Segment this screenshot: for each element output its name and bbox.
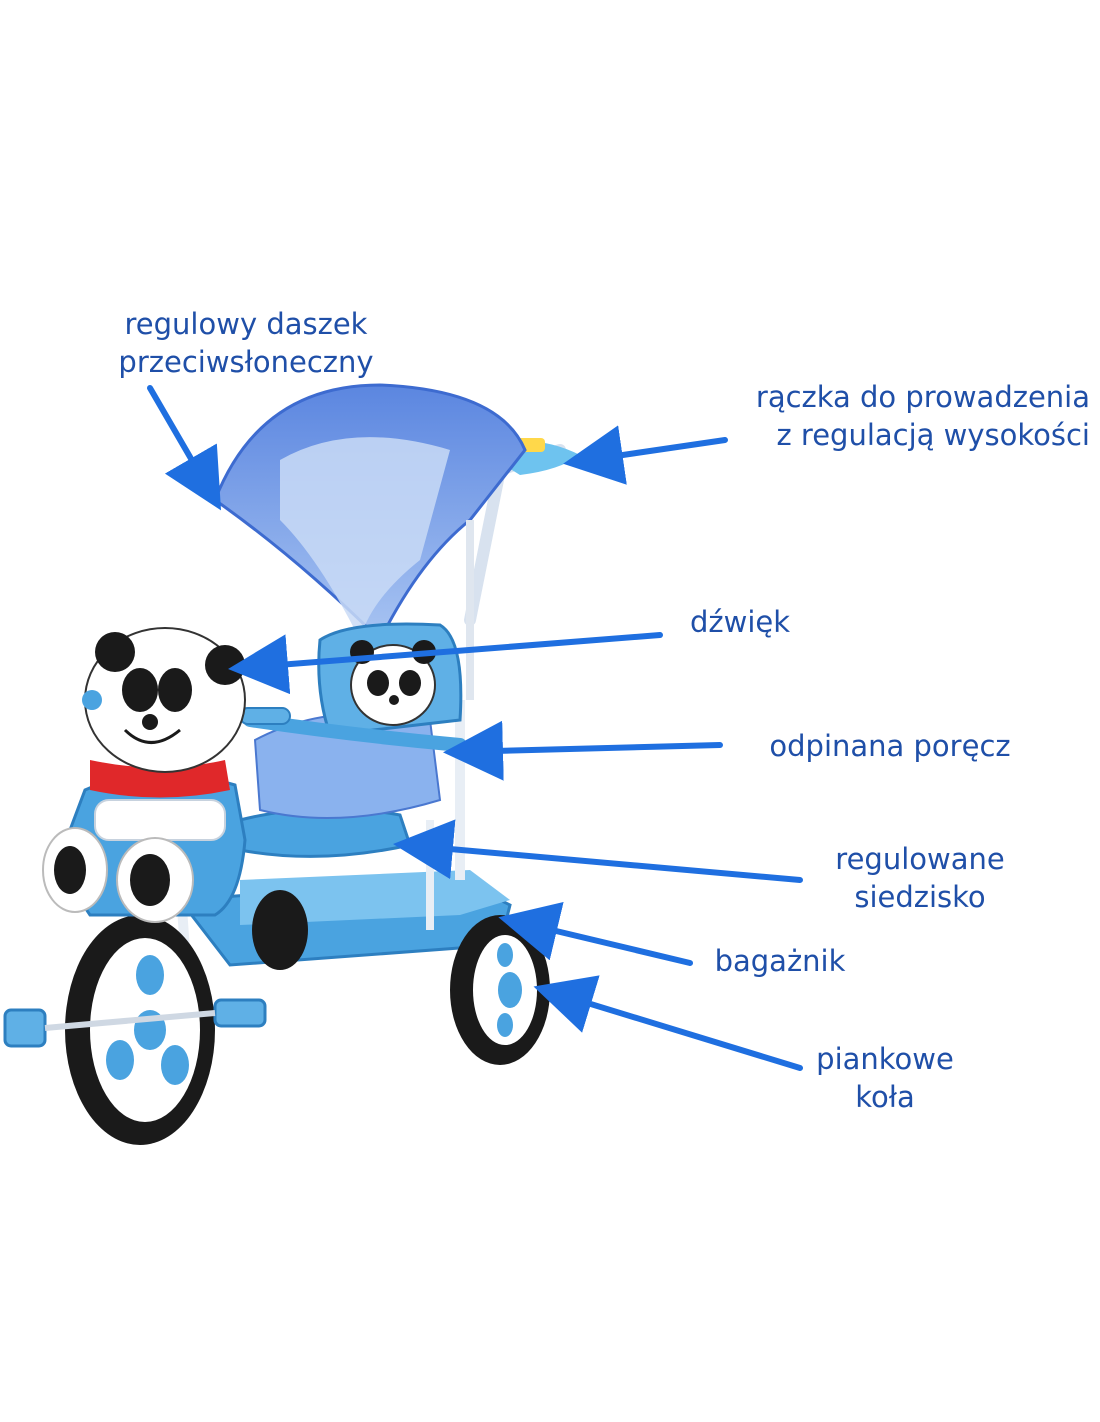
label-wheels: piankowe koła (800, 1040, 970, 1116)
label-handle: rączka do prowadzenia z regulacją wysoko… (690, 378, 1090, 454)
label-rail: odpinana poręcz (735, 727, 1045, 765)
label-trunk-line1: bagażnik (714, 944, 846, 978)
label-handle-line1: rączka do prowadzenia (755, 380, 1090, 414)
label-seat-line2: siedzisko (854, 880, 986, 914)
label-rail-line1: odpinana poręcz (769, 729, 1011, 763)
arrow-seat (393, 819, 803, 883)
label-trunk: bagażnik (690, 942, 870, 980)
label-wheels-line2: koła (855, 1080, 915, 1114)
rear-wheel-far (252, 890, 308, 970)
arrow-canopy (147, 385, 222, 511)
label-canopy-line1: regulowy daszek (124, 307, 368, 341)
canopy (213, 383, 527, 703)
front-panda (42, 627, 247, 923)
rear-wheel (450, 915, 550, 1065)
label-sound: dźwięk (660, 603, 820, 641)
label-seat-line1: regulowane (835, 842, 1005, 876)
callout-arrows (147, 385, 803, 1071)
label-wheels-line1: piankowe (816, 1042, 954, 1076)
arrow-handle (563, 425, 728, 485)
label-handle-line2: z regulacją wysokości (776, 418, 1090, 452)
arrow-trunk (498, 901, 693, 966)
pedals (3, 998, 267, 1048)
arrow-wheels (533, 975, 803, 1071)
label-sound-line1: dźwięk (689, 605, 791, 639)
label-canopy: regulowy daszek przeciwsłoneczny (86, 305, 406, 381)
label-canopy-line2: przeciwsłoneczny (118, 345, 374, 379)
label-seat: regulowane siedzisko (800, 840, 1040, 916)
seat-panda-icon (350, 640, 436, 726)
arrow-rail (443, 720, 723, 781)
arrow-sound (228, 632, 663, 695)
